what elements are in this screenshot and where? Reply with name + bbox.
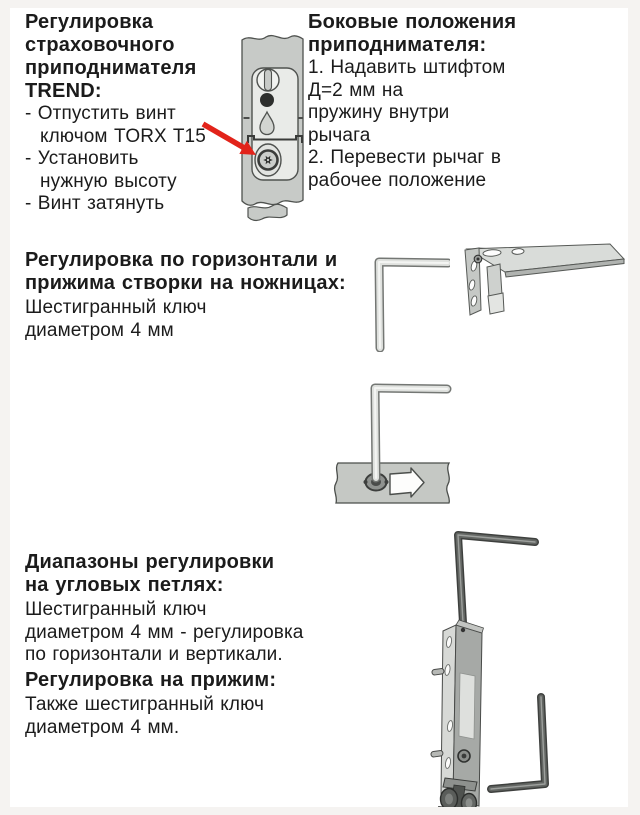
- list-line: - Отпустить винт: [25, 103, 176, 124]
- body-line: пружину внутри: [308, 102, 450, 123]
- section-clamp-text: Регулировка на прижим: Также шестигранны…: [25, 669, 276, 739]
- body-line: 2. Перевести рычаг в: [308, 147, 502, 168]
- corner-hinge-body: [430, 619, 484, 815]
- heading-line: прижима створки на ножницах:: [25, 272, 346, 294]
- body-line: по горизонтали и вертикали.: [25, 644, 283, 665]
- arrow-cutout-icon: [389, 467, 425, 498]
- rail-strip-stub: [247, 203, 288, 222]
- plate-slot: [511, 248, 525, 255]
- body-line: Шестигранный ключ: [25, 599, 207, 620]
- hinge-hole: [445, 757, 451, 769]
- heading-line: на угловых петлях:: [25, 574, 224, 596]
- hinge-pin: [431, 668, 445, 676]
- bracket-screw-center: [476, 257, 480, 261]
- teardrop-slot-icon: [259, 110, 275, 136]
- section-scissors-text: Регулировка по горизонтали и прижима ств…: [25, 249, 346, 342]
- hinge-hole: [447, 720, 453, 732]
- heading-line: Регулировка: [25, 11, 154, 33]
- body-line: диаметром 4 мм.: [25, 716, 180, 738]
- body-line: диаметром 4 мм - регулировка: [25, 621, 304, 643]
- hinge-hole: [444, 664, 451, 676]
- body-line: диаметром 4 мм: [25, 319, 174, 341]
- section-side-positions-text: Боковые положения приподнимателя: 1. Над…: [308, 11, 516, 192]
- list-line: ключом TORX T15: [40, 125, 206, 147]
- screw-slot: [263, 68, 273, 92]
- bracket-arm: [486, 263, 503, 299]
- clip-bracket: [247, 135, 303, 143]
- body-line: Также шестигранный ключ: [25, 694, 265, 715]
- hinge-roller-inner: [445, 793, 453, 805]
- plate-slot: [482, 249, 502, 257]
- hinge-top-cap: [455, 619, 484, 634]
- pin-hole-icon: [260, 93, 274, 107]
- heading-line: Регулировка по горизонтали и: [25, 249, 338, 271]
- body-line: Д=2 мм на: [308, 79, 404, 101]
- heading-line: TREND:: [25, 80, 102, 102]
- body-line: рабочее положение: [308, 169, 487, 191]
- hinge-roller-inner: [465, 798, 473, 808]
- section-corner-hinges-text: Диапазоны регулировки на угловых петлях:…: [25, 551, 303, 667]
- hex-key-icon: [374, 257, 450, 352]
- ring-nub: [384, 480, 389, 484]
- corner-hinge-illustration: [430, 531, 549, 815]
- heading-line: страховочного: [25, 34, 175, 56]
- red-pointer-arrow-icon: [201, 121, 256, 155]
- body-line: Шестигранный ключ: [25, 297, 207, 318]
- hinge-pin: [430, 750, 444, 758]
- hinge-connector: [442, 777, 478, 792]
- list-line: нужную высоту: [40, 170, 177, 192]
- heading-line: Диапазоны регулировки: [25, 551, 275, 573]
- hex-key-dark-icon: [454, 531, 539, 627]
- hinge-screw-center: [461, 753, 467, 759]
- section-trend-text: Регулировка страховочного приподнимателя…: [25, 11, 206, 216]
- hex-key-illustration: [374, 257, 450, 352]
- heading-line: Регулировка на прижим:: [25, 669, 277, 691]
- body-line: 1. Надавить штифтом: [308, 57, 506, 78]
- list-line: - Винт затянуть: [25, 193, 165, 214]
- body-line: рычага: [308, 124, 371, 146]
- heading-line: Боковые положения: [308, 11, 517, 33]
- trend-rail-illustration: [201, 34, 304, 222]
- hex-key-dark-icon: [487, 693, 549, 793]
- hinge-hole: [446, 636, 452, 648]
- list-line: - Установить: [25, 148, 139, 169]
- hinge-panel: [458, 672, 476, 740]
- ring-nub: [363, 480, 368, 484]
- scissor-bracket-illustration: [464, 243, 626, 316]
- heading-line: приподнимателя: [25, 57, 197, 79]
- heading-line: приподнимателя:: [308, 34, 487, 56]
- side-slot: [468, 279, 476, 291]
- hinge-top-dot: [460, 627, 466, 633]
- side-slot: [470, 295, 478, 307]
- hex-key-icon: [370, 383, 452, 483]
- bracket-foot: [487, 292, 505, 315]
- torx-center-dot: [266, 158, 270, 162]
- key-in-plate-illustration: [333, 383, 452, 504]
- bracket-front-edge: [504, 258, 625, 278]
